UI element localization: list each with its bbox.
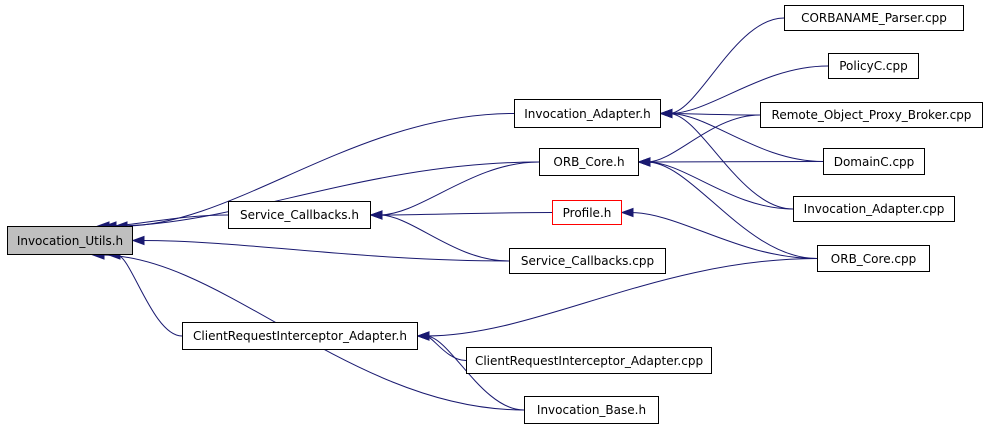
edge-orb-core-cpp-to-profile-h xyxy=(629,212,818,259)
edge-remote-object-proxy-broker-cpp-to-orb-core-h xyxy=(646,114,761,163)
node-orb-core-h[interactable]: ORB_Core.h xyxy=(539,148,639,176)
node-label: ClientRequestInterceptor_Adapter.h xyxy=(193,329,407,343)
node-invocation-utils-h: Invocation_Utils.h xyxy=(7,226,133,255)
node-label: Invocation_Adapter.cpp xyxy=(803,202,945,216)
arrowhead-icon xyxy=(369,210,383,220)
node-label: Service_Callbacks.h xyxy=(240,208,359,222)
node-label: PolicyC.cpp xyxy=(839,59,908,73)
edge-invocation-adapter-cpp-to-invocation-adapter-h xyxy=(668,113,794,210)
arrowhead-icon xyxy=(620,207,634,218)
node-orb-core-cpp[interactable]: ORB_Core.cpp xyxy=(817,245,930,272)
edge-service-callbacks-cpp-to-invocation-utils-h xyxy=(140,240,510,262)
edge-domainc-cpp-to-invocation-adapter-h xyxy=(668,113,824,162)
node-label: Invocation_Adapter.h xyxy=(524,106,651,121)
node-label: Invocation_Base.h xyxy=(536,403,647,417)
node-label: ClientRequestInterceptor_Adapter.cpp xyxy=(474,353,704,368)
node-corbaname-parser-cpp[interactable]: CORBANAME_Parser.cpp xyxy=(784,5,964,31)
edge-clientrequestinterceptor-adapter-h-to-invocation-utils-h xyxy=(116,254,183,337)
arrowhead-icon xyxy=(637,157,651,167)
arrowhead-icon xyxy=(659,108,673,119)
edge-orb-core-h-to-service-callbacks-h xyxy=(378,161,540,216)
node-domainc-cpp[interactable]: DomainC.cpp xyxy=(823,148,925,175)
node-policyc-cpp[interactable]: PolicyC.cpp xyxy=(828,53,919,79)
node-label: Invocation_Utils.h xyxy=(16,233,124,248)
arrowhead-icon xyxy=(416,331,430,341)
node-invocation-base-h[interactable]: Invocation_Base.h xyxy=(524,396,659,424)
edge-orb-core-cpp-to-clientrequestinterceptor-adapter-h xyxy=(425,258,818,337)
node-invocation-adapter-cpp[interactable]: Invocation_Adapter.cpp xyxy=(793,196,955,222)
edge-invocation-adapter-cpp-to-orb-core-h xyxy=(646,161,794,210)
node-profile-h[interactable]: Profile.h xyxy=(552,200,622,225)
node-clientrequestinterceptor-adapter-cpp[interactable]: ClientRequestInterceptor_Adapter.cpp xyxy=(466,347,712,374)
edge-orb-core-h-to-invocation-utils-h xyxy=(112,161,540,227)
node-service-callbacks-h[interactable]: Service_Callbacks.h xyxy=(228,201,371,229)
node-invocation-adapter-h[interactable]: Invocation_Adapter.h xyxy=(514,99,661,128)
node-label: Service_Callbacks.cpp xyxy=(520,254,655,268)
node-label: CORBANAME_Parser.cpp xyxy=(801,11,947,25)
node-label: ORB_Core.h xyxy=(553,155,625,169)
arrowhead-icon xyxy=(131,235,145,246)
edge-profile-h-to-service-callbacks-h xyxy=(378,212,553,216)
node-clientrequestinterceptor-adapter-h[interactable]: ClientRequestInterceptor_Adapter.h xyxy=(182,322,418,350)
node-label: DomainC.cpp xyxy=(833,154,915,169)
node-label: Profile.h xyxy=(562,205,612,220)
edge-invocation-adapter-h-to-invocation-utils-h xyxy=(123,113,515,227)
node-label: ORB_Core.cpp xyxy=(830,251,917,266)
edge-orb-core-cpp-to-orb-core-h xyxy=(646,161,818,259)
node-remote-object-proxy-broker-cpp[interactable]: Remote_Object_Proxy_Broker.cpp xyxy=(760,102,983,128)
node-label: Remote_Object_Proxy_Broker.cpp xyxy=(771,108,972,122)
edge-policyc-cpp-to-invocation-adapter-h xyxy=(668,65,829,114)
node-service-callbacks-cpp[interactable]: Service_Callbacks.cpp xyxy=(509,248,666,274)
edge-service-callbacks-h-to-invocation-utils-h xyxy=(105,214,229,227)
edge-corbaname-parser-cpp-to-invocation-adapter-h xyxy=(668,17,785,114)
edge-domainc-cpp-to-orb-core-h xyxy=(646,161,824,163)
edge-service-callbacks-cpp-to-service-callbacks-h xyxy=(378,214,510,262)
